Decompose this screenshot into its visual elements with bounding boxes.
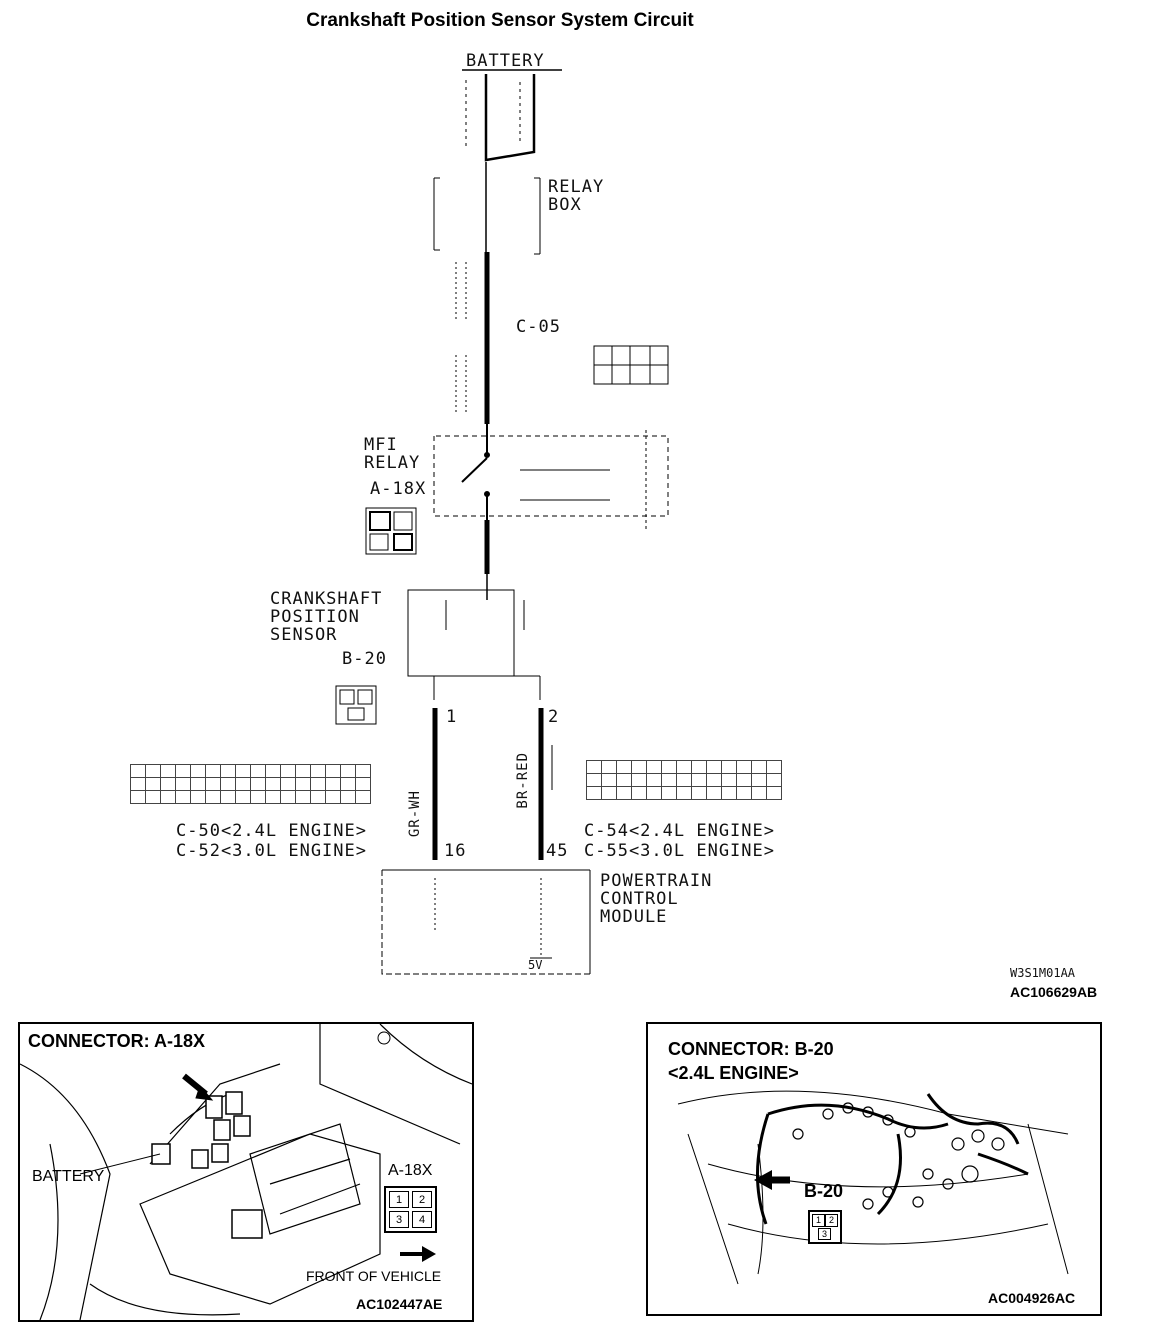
engine-bay-illustration	[20, 1024, 472, 1320]
mfi-relay-label-1: MFI	[364, 435, 398, 455]
pcm-connector-left-pin-table	[130, 764, 371, 804]
engine-harness-illustration	[677, 1090, 1069, 1285]
b20-pin-1: 1	[812, 1214, 825, 1227]
diagram-code-1: W3S1M01AA	[1010, 966, 1076, 980]
pin-2-label: 2	[548, 707, 560, 727]
b20-connector-face: 1 2 3	[808, 1210, 842, 1244]
c05-connector-label: C-05	[516, 317, 561, 337]
pcm-label-3: MODULE	[600, 907, 668, 927]
panel-b-connector-label: B-20	[804, 1181, 844, 1201]
wire-left-color-label: GR-WH	[407, 790, 423, 838]
panel-b-heading-1: CONNECTOR: B-20	[668, 1039, 834, 1059]
pcm-label-1: POWERTRAIN	[600, 871, 713, 891]
pin-16-label: 16	[444, 841, 467, 861]
a18x-pin-2: 2	[412, 1191, 432, 1208]
sensor-connector-label: B-20	[342, 649, 387, 669]
pin-45-label: 45	[546, 841, 569, 861]
battery-label: BATTERY	[466, 51, 545, 71]
circuit-schematic	[335, 69, 669, 975]
wire-right-color-label: BR-RED	[515, 752, 531, 809]
sensor-label-1: CRANKSHAFT	[270, 589, 383, 609]
pcm-connector-left-2: C-52<3.0L ENGINE>	[176, 841, 367, 861]
panel-a-connector-label: A-18X	[388, 1162, 433, 1179]
pcm-voltage-label: 5V	[528, 958, 543, 972]
b20-pin-3: 3	[818, 1228, 831, 1240]
a18x-pin-1: 1	[389, 1191, 409, 1208]
front-of-vehicle-label: FRONT OF VEHICLE	[306, 1268, 442, 1284]
pcm-connector-right-1: C-54<2.4L ENGINE>	[584, 821, 775, 841]
a18x-pin-4: 4	[412, 1211, 432, 1228]
panel-a-heading: CONNECTOR: A-18X	[28, 1031, 206, 1051]
connector-b20-panel: CONNECTOR: B-20 <2.4L ENGINE> B-20 1 2 3…	[646, 1022, 1102, 1316]
b20-pin-2: 2	[825, 1214, 838, 1227]
a18x-pin-3: 3	[389, 1211, 409, 1228]
pcm-label-2: CONTROL	[600, 889, 679, 909]
pcm-connector-left-1: C-50<2.4L ENGINE>	[176, 821, 367, 841]
relay-box-label-2: BOX	[548, 195, 582, 215]
panel-b-heading-2: <2.4L ENGINE>	[668, 1063, 799, 1083]
pcm-connector-right-2: C-55<3.0L ENGINE>	[584, 841, 775, 861]
panel-a-code: AC102447AE	[356, 1296, 443, 1312]
a18x-connector-face: 1 2 3 4	[384, 1186, 437, 1233]
mfi-relay-connector-label: A-18X	[370, 479, 427, 499]
page-title: Crankshaft Position Sensor System Circui…	[306, 10, 694, 31]
sensor-label-3: SENSOR	[270, 625, 338, 645]
pin-1-label: 1	[446, 707, 458, 727]
panel-b-code: AC004926AC	[988, 1290, 1076, 1306]
mfi-relay-label-2: RELAY	[364, 453, 421, 473]
panel-a-battery-label: BATTERY	[32, 1168, 105, 1185]
pcm-connector-right-pin-table	[586, 760, 782, 800]
connector-a18x-panel: CONNECTOR: A-18X BATTERY A-18X 1 2 3 4 F…	[18, 1022, 474, 1322]
relay-box-label-1: RELAY	[548, 177, 605, 197]
diagram-code-2: AC106629AB	[1010, 984, 1098, 1000]
sensor-label-2: POSITION	[270, 607, 360, 627]
